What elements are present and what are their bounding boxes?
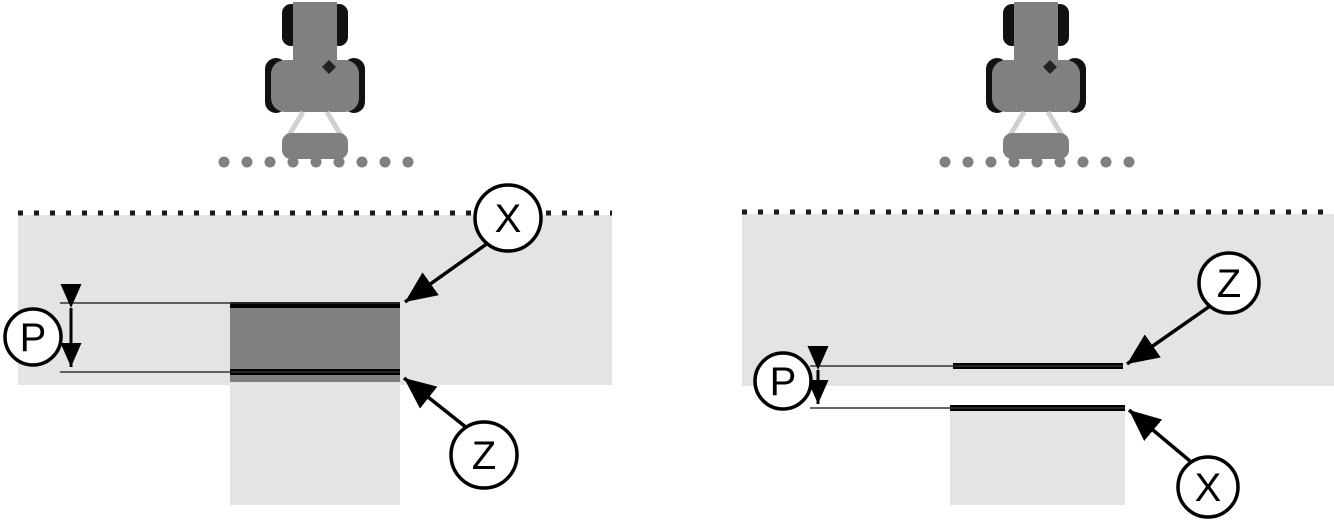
furrow-column [230,385,400,505]
furrow-column [950,408,1125,505]
label-p-circle [3,307,63,367]
label-x-text: X [495,197,522,241]
tractor-top-view [265,2,365,159]
label-x-text: X [1195,466,1222,510]
shallow-placement-panel: P Z X [742,2,1334,519]
label-z-leader [402,376,469,430]
label-x-circle [1176,455,1240,519]
deep-placement-panel: P X Z [3,2,612,505]
label-p-text: P [20,316,47,360]
label-z-circle [449,420,519,490]
tractor-top-view [986,2,1086,159]
seed-row [939,156,1135,168]
label-p-text: P [770,360,797,404]
seed-zone-block [230,303,400,382]
label-z-text: Z [472,434,496,478]
seed-row [218,156,414,168]
label-x-leader [1127,408,1192,463]
label-p-circle [753,351,813,411]
label-z-leader [1125,304,1212,366]
label-z-text: Z [1217,262,1241,306]
label-x-leader [403,241,490,304]
label-z-circle [1197,251,1261,315]
label-x-circle [473,183,543,253]
